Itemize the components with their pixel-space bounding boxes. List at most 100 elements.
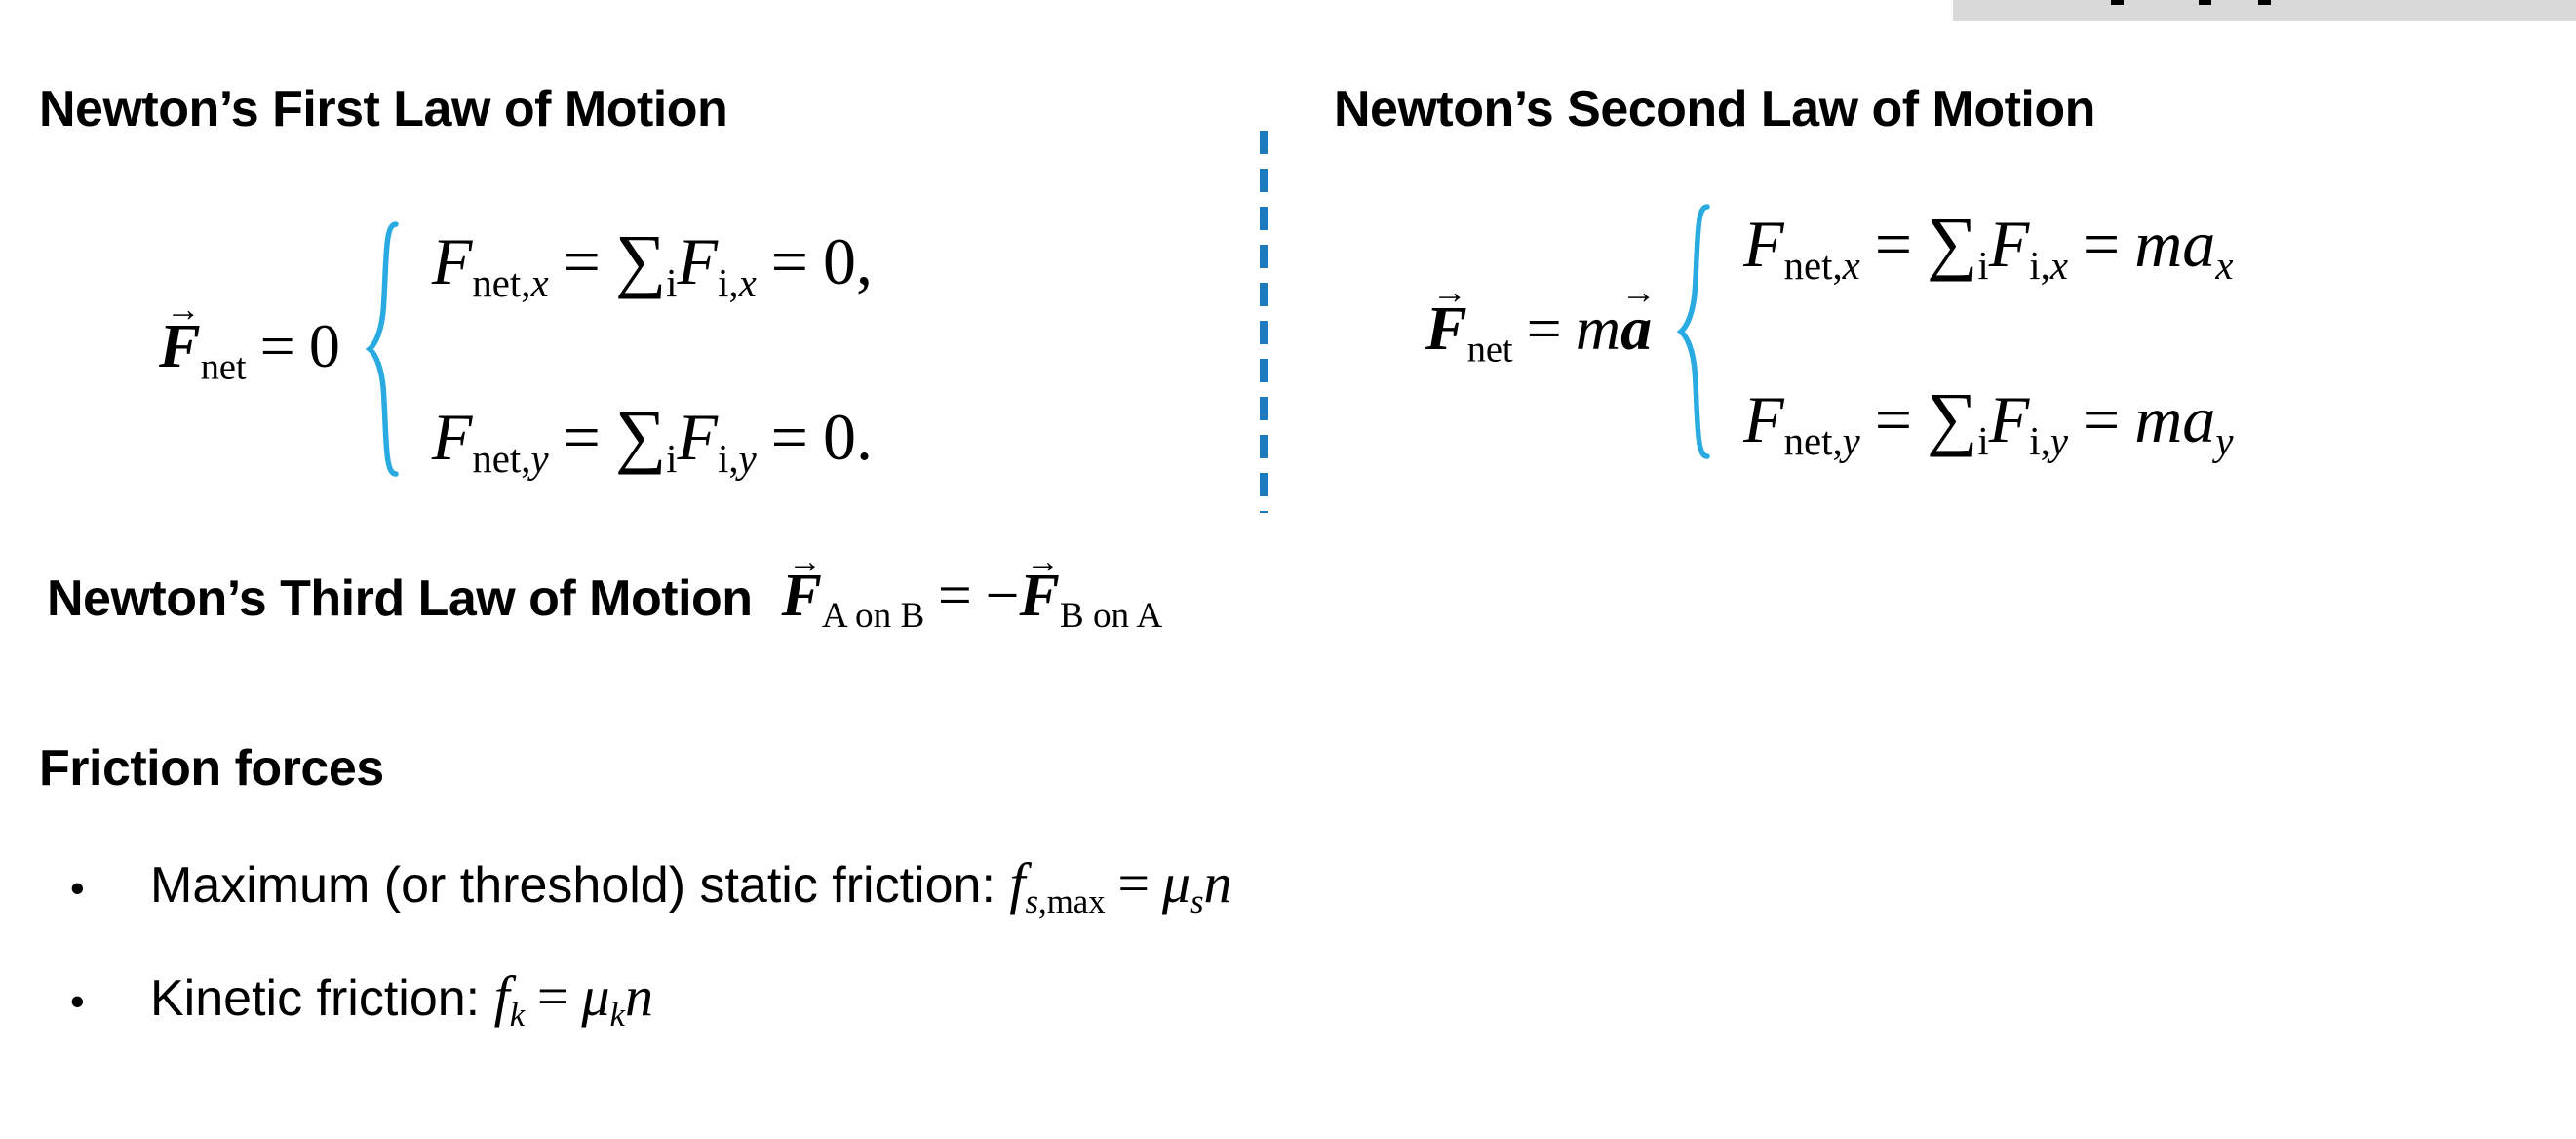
math-rm: 0, (822, 224, 873, 298)
bullet-item-static-friction: • Maximum (or threshold) static friction… (70, 850, 1232, 922)
math-op: = (770, 400, 809, 474)
math-rm: net, (1783, 244, 1843, 289)
math-rm: ,max (1038, 883, 1106, 922)
math-vec: →a (1620, 274, 1656, 365)
math-op: = (1874, 382, 1913, 456)
math-op: = (2082, 382, 2121, 456)
math-sum: ∑ (1927, 203, 1978, 282)
math-it: μ (1161, 851, 1190, 915)
math-it: x (1842, 244, 1860, 289)
math-vec: →F (159, 292, 201, 382)
math-op: = (1874, 207, 1913, 281)
second-law-lhs: →Fnet=m→a (1425, 274, 1657, 371)
math-vec: →F (1019, 544, 1060, 631)
dashed-divider (1260, 131, 1268, 513)
math-sub: s (1190, 883, 1204, 921)
math-rm: i (1977, 419, 1989, 464)
math-it: F (431, 224, 473, 298)
vector-symbol: F (1425, 293, 1467, 363)
third-law-row: Newton’s Third Law of Motion →FA on B=−→… (47, 544, 1163, 637)
math-op: = (563, 224, 601, 298)
bullet-dot: • (70, 865, 85, 911)
math-it: m (1575, 293, 1621, 363)
math-it: y (1842, 419, 1860, 464)
vector-arrow: → (788, 541, 822, 580)
cropped-text-mark (2111, 0, 2124, 5)
bullet-math: fk=μkn (494, 963, 653, 1035)
equation-case-line: Fnet,x=∑iFi,x=max (1743, 203, 2233, 288)
equation-case-line: Fnet,y=∑iFi,y=0. (432, 396, 873, 481)
section-title-third-law: Newton’s Third Law of Motion (47, 570, 753, 628)
vector-symbol: F (1019, 563, 1060, 629)
math-sub: s,max (1025, 883, 1105, 921)
math-sub: i (666, 261, 677, 305)
math-it: n (624, 964, 653, 1028)
math-sub: i (1977, 419, 1988, 463)
second-law-cases: Fnet,x=∑iFi,x=max Fnet,y=∑iFi,y=may (1743, 203, 2233, 463)
bullet-item-kinetic-friction: • Kinetic friction: fk=μkn (70, 963, 653, 1035)
math-op: = (937, 563, 972, 629)
math-sub: i,y (718, 437, 757, 481)
math-op: = (1117, 851, 1151, 915)
math-op: = (2082, 207, 2121, 281)
first-law-cases: Fnet,x=∑iFi,x=0, Fnet,y=∑iFi,y=0. (431, 222, 873, 481)
equation-third-law: →FA on B=−→FB on A (781, 544, 1163, 637)
math-rm: net, (472, 437, 531, 482)
math-it: x (738, 261, 757, 306)
math-sub: i,x (2029, 244, 2068, 288)
first-law-lhs: →Fnet =0 (159, 292, 340, 388)
math-rm: 0 (308, 310, 340, 380)
math-rm: i, (2029, 244, 2050, 289)
vector-symbol: a (1620, 293, 1653, 363)
math-sub: net,x (1784, 244, 1860, 288)
math-it: y (2215, 419, 2234, 464)
math-it: n (1203, 851, 1232, 915)
math-rm: net (200, 346, 247, 388)
math-sub: net (1467, 329, 1513, 370)
math-sub: net,y (472, 437, 548, 481)
vector-symbol: F (159, 310, 201, 380)
math-it: F (677, 224, 719, 298)
math-sum: ∑ (1927, 378, 1978, 457)
section-title-first-law: Newton’s First Law of Motion (39, 81, 728, 137)
math-op: = (563, 400, 601, 474)
vector-arrow: → (1026, 541, 1060, 580)
bullet-math: fs,max=μsn (1009, 850, 1231, 922)
cases-brace (365, 221, 399, 477)
equation-case-line: Fnet,y=∑iFi,y=may (1743, 378, 2233, 463)
math-rm: i (666, 261, 678, 306)
cropped-text-mark (2258, 0, 2271, 5)
math-sub: A on B (822, 596, 924, 636)
math-it: ma (2134, 207, 2216, 281)
math-rm: i, (2029, 419, 2050, 464)
cropped-text-mark (2199, 0, 2211, 5)
math-sub: i (1977, 244, 1988, 288)
math-sub: y (2215, 419, 2233, 463)
math-sub: k (510, 996, 525, 1034)
math-it: μ (581, 964, 610, 1028)
math-it: s (1025, 883, 1039, 922)
math-op: = (770, 224, 809, 298)
math-it: y (530, 437, 549, 482)
math-it: F (1988, 382, 2030, 456)
bullet-text: Maximum (or threshold) static friction: (150, 857, 1010, 914)
vector-arrow: → (1620, 271, 1657, 311)
math-it: x (2049, 244, 2068, 289)
math-rm: net, (472, 261, 531, 306)
math-rm: − (985, 563, 1020, 629)
vector-symbol: F (781, 563, 822, 629)
equation-second-law: →Fnet=m→a Fnet,x=∑iFi,x=max Fnet,y=∑iFi,… (1425, 189, 2233, 474)
math-it: F (1988, 207, 2030, 281)
math-rm: i, (718, 261, 739, 306)
math-sum: ∑ (614, 396, 667, 475)
math-rm: i, (718, 437, 739, 482)
math-it: y (738, 437, 757, 482)
math-it: x (530, 261, 549, 306)
math-vec: →F (781, 544, 822, 631)
math-it: f (493, 964, 510, 1028)
vector-arrow: → (1431, 271, 1467, 311)
cases-brace (1677, 204, 1710, 459)
math-op: = (259, 310, 295, 380)
math-it: F (677, 400, 719, 474)
